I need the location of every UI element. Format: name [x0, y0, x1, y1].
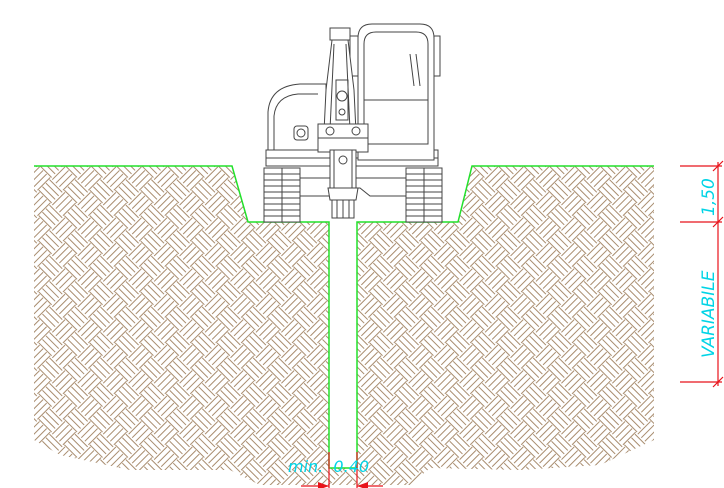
width-dimension	[301, 452, 383, 488]
excavator	[263, 23, 443, 223]
depth-label-variable: VARIABILE	[699, 270, 719, 358]
boom-arm	[317, 27, 369, 153]
left-track	[263, 167, 301, 223]
soil-area	[34, 166, 654, 485]
vertical-dimension	[680, 160, 724, 388]
width-label: min. 0.40	[288, 457, 369, 476]
depth-label-top: 1,50	[699, 178, 719, 216]
right-track	[405, 167, 443, 223]
cab	[349, 23, 441, 161]
engine-housing	[267, 83, 327, 161]
ground-profile-line	[34, 165, 654, 469]
bucket	[327, 149, 359, 219]
